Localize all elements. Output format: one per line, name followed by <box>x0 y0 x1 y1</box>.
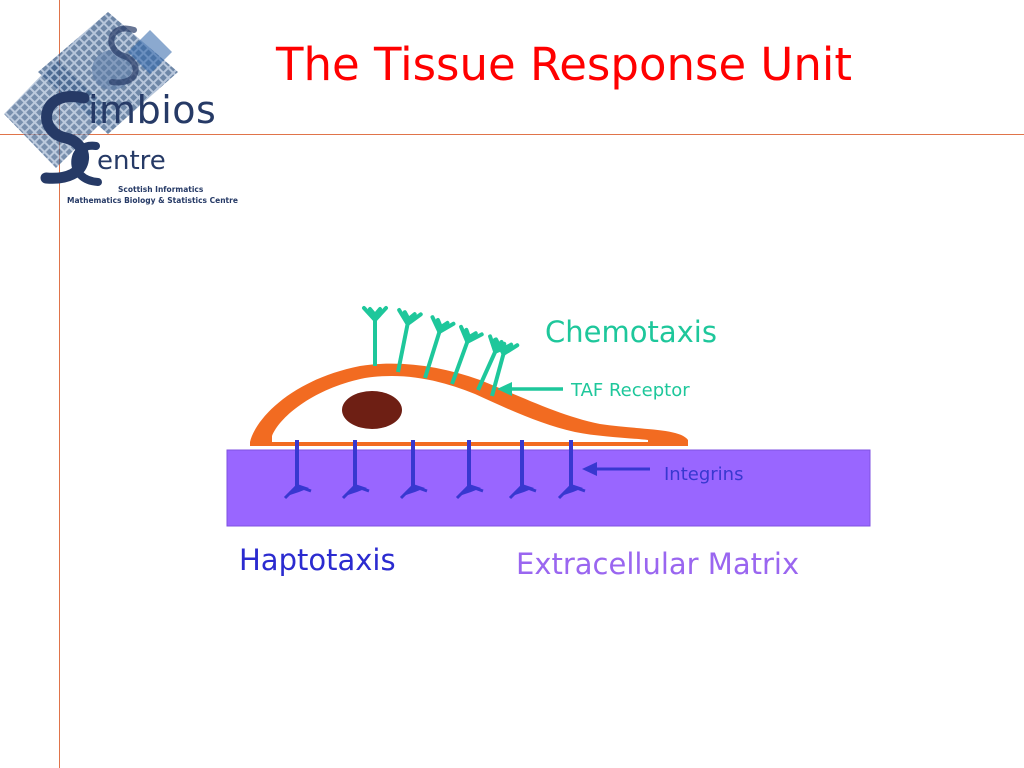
logo-graphic <box>4 12 178 186</box>
slide-title: The Tissue Response Unit <box>276 38 853 91</box>
integrin <box>341 440 370 500</box>
integrin <box>283 440 312 500</box>
integrins-arrowhead <box>582 462 597 476</box>
horizontal-guide-line <box>0 134 1024 135</box>
integrin <box>455 440 484 500</box>
logo-subtitle-2: Mathematics Biology & Statistics Centre <box>67 196 238 205</box>
integrin <box>557 440 586 500</box>
integrin <box>399 440 428 500</box>
chemotaxis-label: Chemotaxis <box>545 315 717 349</box>
extracellular-matrix-label: Extracellular Matrix <box>516 547 800 581</box>
taf-receptors <box>362 306 520 397</box>
taf-receptor <box>396 308 423 373</box>
integrins-label: Integrins <box>664 464 744 485</box>
taf-receptor <box>423 315 456 379</box>
integrin <box>508 440 537 500</box>
logo-wordmark-entre: entre <box>97 146 166 176</box>
logo-wordmark-imbios: imbios <box>88 88 217 132</box>
logo-subtitle-1: Scottish Informatics <box>118 185 204 194</box>
vertical-guide-line <box>59 0 60 768</box>
integrins-group <box>283 440 586 500</box>
taf-receptor-arrowhead <box>497 382 512 396</box>
extracellular-matrix <box>226 449 871 527</box>
taf-receptor <box>450 324 484 385</box>
taf-receptor <box>362 306 388 366</box>
cell-nucleus <box>342 391 402 429</box>
taf-receptor-label: TAF Receptor <box>571 380 690 401</box>
simbios-logo: imbios entre Scottish Informatics Mathem… <box>0 0 238 215</box>
haptotaxis-label: Haptotaxis <box>239 543 396 577</box>
taf-receptor <box>490 337 520 397</box>
